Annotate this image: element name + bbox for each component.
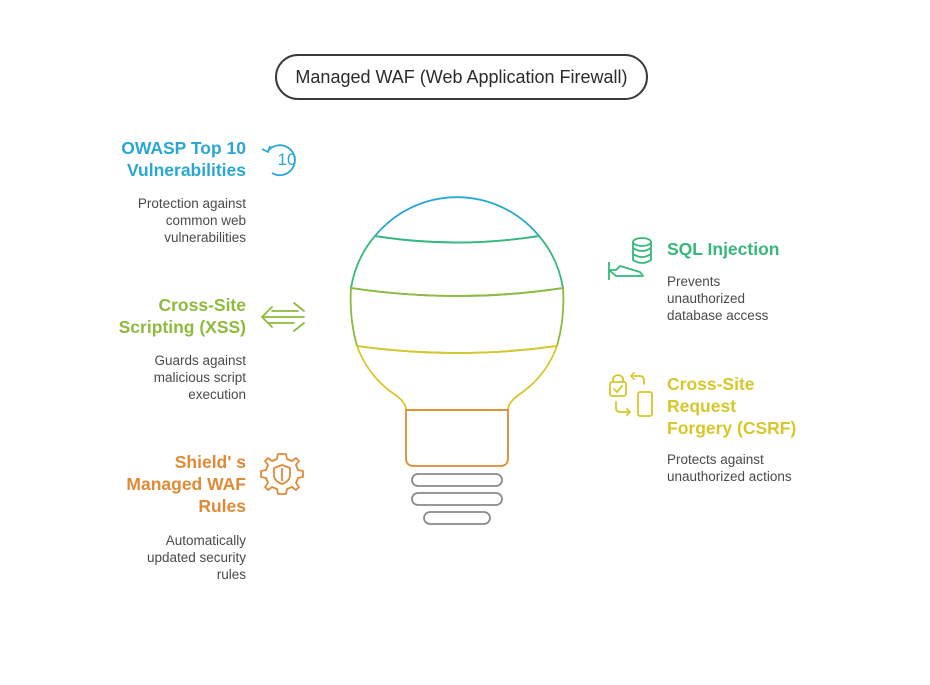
top-10-cycle-icon: 10 bbox=[261, 144, 297, 177]
owasp-heading: OWASP Top 10 Vulnerabilities bbox=[121, 138, 246, 180]
bulb-segment-sql bbox=[349, 235, 565, 297]
database-injection-icon bbox=[608, 237, 652, 280]
diagram-title-text: Managed WAF (Web Application Firewall) bbox=[295, 66, 628, 87]
bulb-thread-2 bbox=[411, 492, 503, 506]
bulb-segment-csrf bbox=[356, 344, 559, 411]
shield-heading: Shield' s Managed WAF Rules bbox=[126, 452, 246, 516]
sql-description: Prevents unauthorized database access bbox=[667, 274, 769, 323]
bulb-segment-owasp bbox=[374, 196, 541, 244]
lock-phone-swap-icon bbox=[609, 372, 653, 417]
shield-description: Automatically updated security rules bbox=[146, 533, 246, 582]
swap-arrows-icon bbox=[261, 302, 305, 332]
bulb-thread-1 bbox=[411, 473, 503, 487]
top-10-icon-label: 10 bbox=[278, 150, 297, 169]
bulb-base-shield bbox=[405, 409, 509, 467]
diagram-title: Managed WAF (Web Application Firewall) bbox=[275, 54, 648, 100]
shield-gear-icon bbox=[260, 453, 304, 495]
csrf-description: Protects against unauthorized actions bbox=[667, 452, 792, 484]
csrf-heading: Cross-Site Request Forgery (CSRF) bbox=[667, 374, 797, 438]
bulb-segment-xss bbox=[349, 286, 565, 354]
xss-description: Guards against malicious script executio… bbox=[153, 353, 246, 402]
owasp-description: Protection against common web vulnerabil… bbox=[137, 196, 246, 245]
bulb-thread-3 bbox=[423, 511, 491, 525]
sql-heading: SQL Injection bbox=[667, 239, 780, 259]
xss-heading: Cross-Site Scripting (XSS) bbox=[118, 295, 246, 337]
